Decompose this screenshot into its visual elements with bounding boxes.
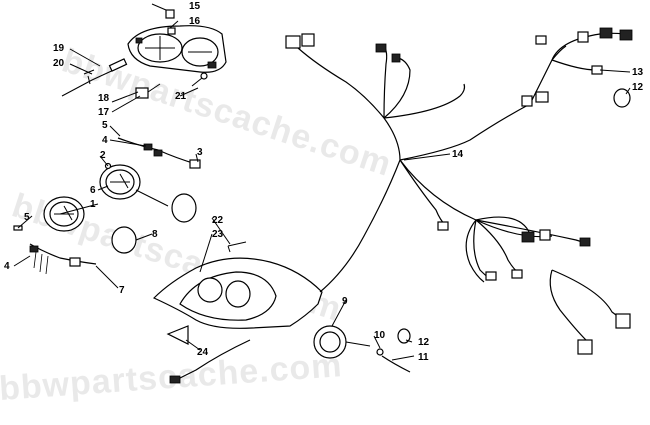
- callout-20: 20: [53, 58, 65, 69]
- callout-24: 24: [197, 347, 209, 358]
- callout-16: 16: [189, 16, 201, 27]
- callout-3: 3: [197, 147, 203, 158]
- callout-2: 2: [100, 150, 106, 161]
- callout-labels: 1 2 3 4 4 5 5 6 7 8 9 10 11 12 12 13 14 …: [4, 1, 644, 363]
- speedometer-gauge: [99, 164, 169, 207]
- gauge-wire-harnesses: [13, 137, 201, 275]
- callout-17: 17: [98, 107, 110, 118]
- callout-23: 23: [212, 229, 224, 240]
- callout-19: 19: [53, 43, 65, 54]
- callout-10: 10: [374, 330, 386, 341]
- callout-4-upper: 4: [102, 135, 108, 146]
- callout-21: 21: [175, 91, 187, 102]
- callout-7: 7: [119, 285, 125, 296]
- callout-18: 18: [98, 93, 110, 104]
- callout-6: 6: [90, 185, 96, 196]
- callout-22: 22: [212, 215, 224, 226]
- callout-4-lower: 4: [4, 261, 10, 272]
- callout-8: 8: [152, 229, 158, 240]
- callout-9: 9: [342, 296, 348, 307]
- dash-panel: [152, 241, 323, 384]
- callout-14: 14: [452, 149, 464, 160]
- instrument-cluster-assembly: [61, 9, 227, 99]
- callout-1: 1: [90, 199, 96, 210]
- gauge-bezel-rings: [111, 193, 197, 254]
- callout-5-upper: 5: [102, 120, 108, 131]
- leader-lines: [13, 3, 631, 361]
- callout-15: 15: [189, 1, 201, 12]
- headlight-assembly: [313, 88, 631, 373]
- callout-13: 13: [632, 67, 644, 78]
- callout-11: 11: [418, 352, 429, 363]
- main-wire-harness: [285, 27, 633, 355]
- callout-12-lower: 12: [418, 337, 430, 348]
- callout-12-upper: 12: [632, 82, 644, 93]
- callout-5-lower: 5: [24, 212, 30, 223]
- tachometer-gauge: [43, 196, 85, 232]
